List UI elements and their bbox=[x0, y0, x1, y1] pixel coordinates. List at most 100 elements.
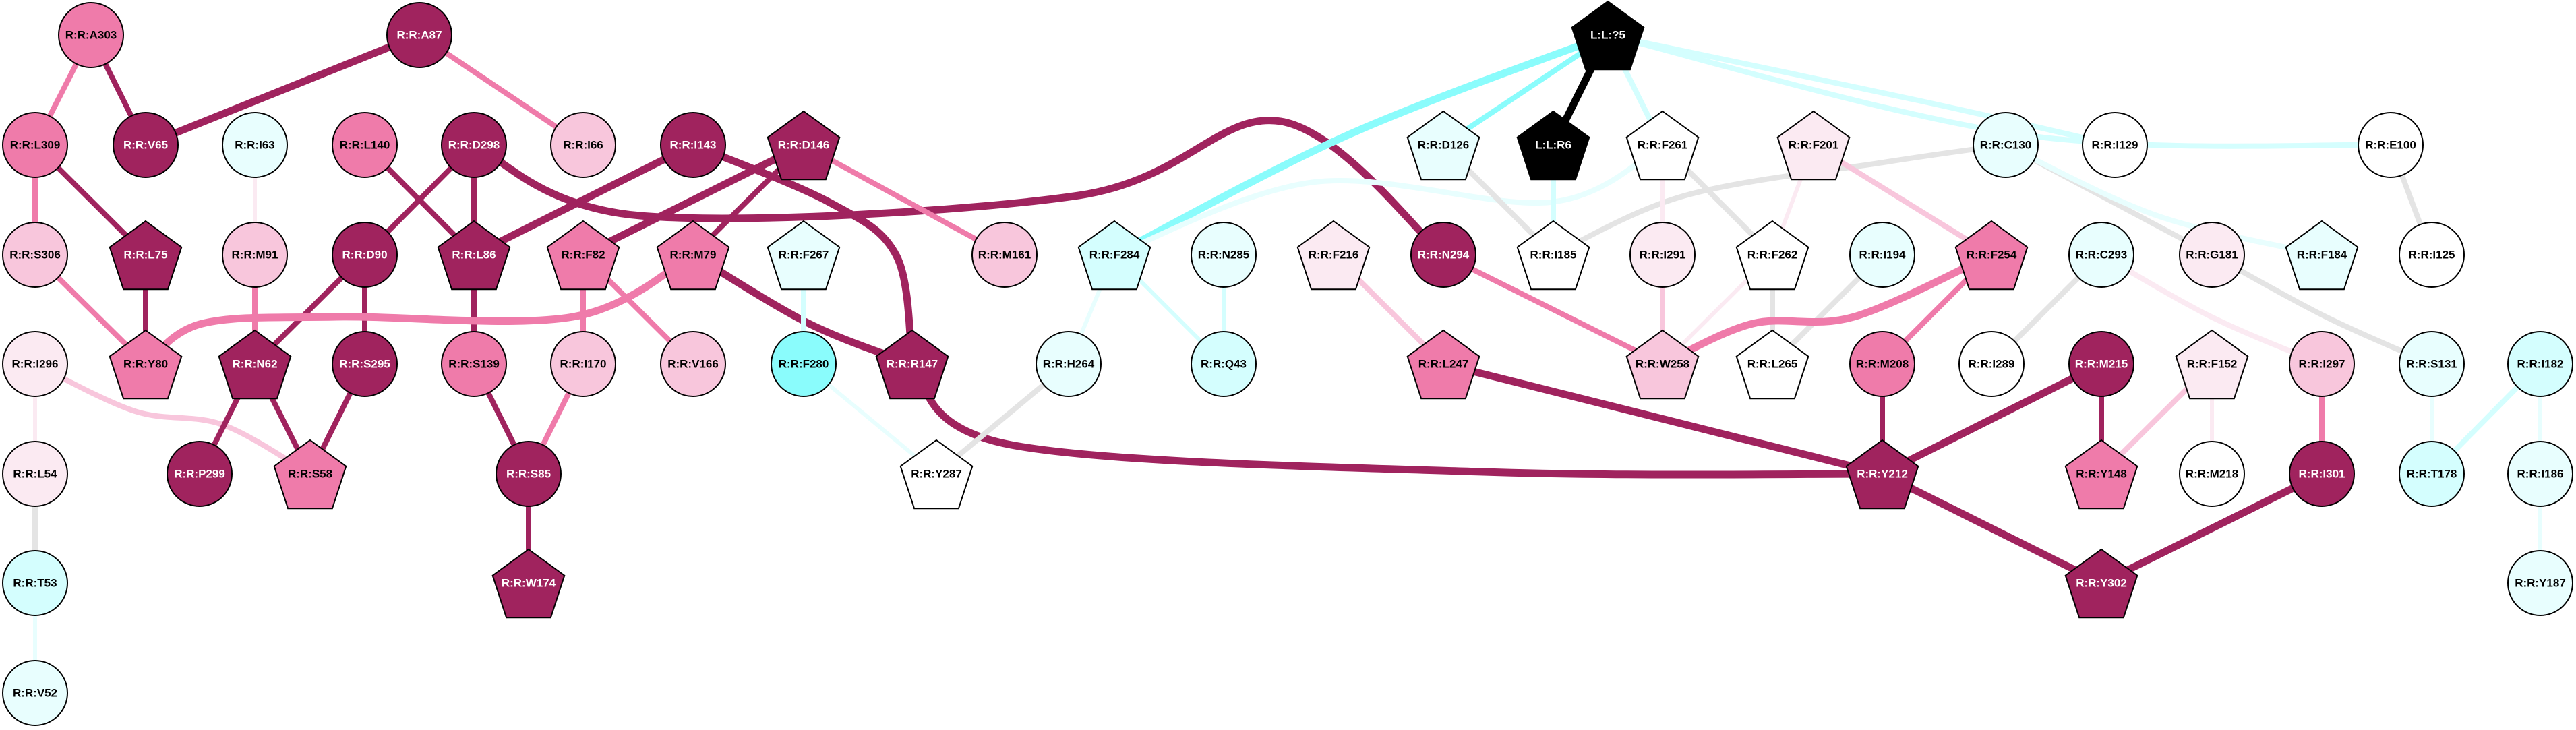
node-i66[interactable]: R:R:I66 bbox=[550, 112, 616, 178]
node-label: R:R:M91 bbox=[232, 249, 278, 262]
node-l309[interactable]: R:R:L309 bbox=[2, 112, 68, 178]
node-label: R:R:F267 bbox=[779, 249, 829, 262]
node-i143[interactable]: R:R:I143 bbox=[660, 112, 726, 178]
node-y302[interactable]: R:R:Y302 bbox=[2064, 548, 2138, 619]
node-label: R:R:F280 bbox=[779, 358, 829, 371]
pentagon-node-shape bbox=[1077, 220, 1151, 291]
node-i194[interactable]: R:R:I194 bbox=[1849, 222, 1915, 288]
circle-node-shape bbox=[222, 112, 288, 178]
node-i297[interactable]: R:R:I297 bbox=[2289, 331, 2355, 397]
node-i125[interactable]: R:R:I125 bbox=[2399, 222, 2465, 288]
node-d126[interactable]: R:R:D126 bbox=[1406, 110, 1480, 181]
node-l265[interactable]: R:R:L265 bbox=[1735, 329, 1809, 400]
node-l247[interactable]: R:R:L247 bbox=[1406, 329, 1480, 400]
node-q43[interactable]: R:R:Q43 bbox=[1191, 331, 1257, 397]
node-y148[interactable]: R:R:Y148 bbox=[2064, 439, 2138, 510]
node-m208[interactable]: R:R:M208 bbox=[1849, 331, 1915, 397]
circle-node-shape bbox=[2399, 331, 2465, 397]
pentagon-node-shape bbox=[899, 439, 974, 510]
node-y287[interactable]: R:R:Y287 bbox=[899, 439, 974, 510]
node-g181[interactable]: R:R:G181 bbox=[2179, 222, 2245, 288]
node-c130[interactable]: R:R:C130 bbox=[1973, 112, 2039, 178]
node-f152[interactable]: R:R:F152 bbox=[2175, 329, 2249, 400]
node-i129[interactable]: R:R:I129 bbox=[2082, 112, 2148, 178]
pentagon-node-shape bbox=[1296, 220, 1371, 291]
pentagon-node-shape bbox=[1954, 220, 2029, 291]
node-s295[interactable]: R:R:S295 bbox=[332, 331, 398, 397]
node-n62[interactable]: R:R:N62 bbox=[218, 329, 292, 400]
node-i291[interactable]: R:R:I291 bbox=[1629, 222, 1696, 288]
node-r147[interactable]: R:R:R147 bbox=[875, 329, 949, 400]
node-l75[interactable]: R:R:L75 bbox=[109, 220, 183, 291]
node-h264[interactable]: R:R:H264 bbox=[1036, 331, 1102, 397]
node-s58[interactable]: R:R:S58 bbox=[273, 439, 347, 510]
circle-node-shape bbox=[1973, 112, 2039, 178]
node-label: R:R:A87 bbox=[396, 29, 442, 42]
node-w258[interactable]: R:R:W258 bbox=[1625, 329, 1700, 400]
node-n285[interactable]: R:R:N285 bbox=[1191, 222, 1257, 288]
node-s139[interactable]: R:R:S139 bbox=[441, 331, 507, 397]
node-s85[interactable]: R:R:S85 bbox=[496, 441, 562, 507]
node-l5[interactable]: L:L:?5 bbox=[1571, 0, 1645, 71]
node-label: R:R:C130 bbox=[1980, 139, 2032, 152]
node-i289[interactable]: R:R:I289 bbox=[1958, 331, 2025, 397]
node-i301[interactable]: R:R:I301 bbox=[2289, 441, 2355, 507]
node-f184[interactable]: R:R:F184 bbox=[2285, 220, 2359, 291]
node-a303[interactable]: R:R:A303 bbox=[58, 2, 124, 68]
node-m161[interactable]: R:R:M161 bbox=[971, 222, 1038, 288]
node-label: R:R:I185 bbox=[1530, 249, 1577, 262]
node-e100[interactable]: R:R:E100 bbox=[2358, 112, 2424, 178]
node-v65[interactable]: R:R:V65 bbox=[113, 112, 179, 178]
node-label: R:R:D146 bbox=[778, 139, 830, 152]
circle-node-shape bbox=[1410, 222, 1476, 288]
node-s131[interactable]: R:R:S131 bbox=[2399, 331, 2465, 397]
node-l54[interactable]: R:R:L54 bbox=[2, 441, 68, 507]
node-t53[interactable]: R:R:T53 bbox=[2, 550, 68, 616]
node-v166[interactable]: R:R:V166 bbox=[660, 331, 726, 397]
node-l140[interactable]: R:R:L140 bbox=[332, 112, 398, 178]
node-m91[interactable]: R:R:M91 bbox=[222, 222, 288, 288]
node-i185[interactable]: R:R:I185 bbox=[1516, 220, 1590, 291]
node-w174[interactable]: R:R:W174 bbox=[491, 548, 566, 619]
node-i170[interactable]: R:R:I170 bbox=[550, 331, 616, 397]
node-lr6[interactable]: L:L:R6 bbox=[1516, 110, 1590, 181]
node-s306[interactable]: R:R:S306 bbox=[2, 222, 68, 288]
node-label: R:R:V65 bbox=[123, 139, 168, 152]
node-l86[interactable]: R:R:L86 bbox=[437, 220, 511, 291]
node-n294[interactable]: R:R:N294 bbox=[1410, 222, 1476, 288]
circle-node-shape bbox=[1849, 331, 1915, 397]
node-a87[interactable]: R:R:A87 bbox=[386, 2, 452, 68]
node-f82[interactable]: R:R:F82 bbox=[546, 220, 620, 291]
node-i296[interactable]: R:R:I296 bbox=[2, 331, 68, 397]
circle-node-shape bbox=[550, 112, 616, 178]
node-f284[interactable]: R:R:F284 bbox=[1077, 220, 1151, 291]
node-y187[interactable]: R:R:Y187 bbox=[2507, 550, 2573, 616]
node-m79[interactable]: R:R:M79 bbox=[656, 220, 730, 291]
node-y80[interactable]: R:R:Y80 bbox=[109, 329, 183, 400]
node-i182[interactable]: R:R:I182 bbox=[2507, 331, 2573, 397]
circle-node-shape bbox=[2399, 441, 2465, 507]
node-c293[interactable]: R:R:C293 bbox=[2068, 222, 2134, 288]
node-v52[interactable]: R:R:V52 bbox=[2, 660, 68, 726]
node-d146[interactable]: R:R:D146 bbox=[767, 110, 841, 181]
node-f254[interactable]: R:R:F254 bbox=[1954, 220, 2029, 291]
node-p299[interactable]: R:R:P299 bbox=[167, 441, 233, 507]
node-f267[interactable]: R:R:F267 bbox=[767, 220, 841, 291]
edge-Y212-Y302 bbox=[1880, 470, 2103, 586]
edge-L5-F284 bbox=[1112, 31, 1609, 258]
node-f261[interactable]: R:R:F261 bbox=[1625, 110, 1700, 181]
node-i186[interactable]: R:R:I186 bbox=[2507, 441, 2573, 507]
pentagon-node-shape bbox=[1735, 220, 1809, 291]
node-t178[interactable]: R:R:T178 bbox=[2399, 441, 2465, 507]
circle-node-shape bbox=[1629, 222, 1696, 288]
node-f201[interactable]: R:R:F201 bbox=[1776, 110, 1851, 181]
node-m215[interactable]: R:R:M215 bbox=[2068, 331, 2134, 397]
node-m218[interactable]: R:R:M218 bbox=[2179, 441, 2245, 507]
node-f280[interactable]: R:R:F280 bbox=[771, 331, 837, 397]
node-f262[interactable]: R:R:F262 bbox=[1735, 220, 1809, 291]
node-d90[interactable]: R:R:D90 bbox=[332, 222, 398, 288]
node-i63[interactable]: R:R:I63 bbox=[222, 112, 288, 178]
node-d298[interactable]: R:R:D298 bbox=[441, 112, 507, 178]
node-y212[interactable]: R:R:Y212 bbox=[1845, 439, 1919, 510]
node-f216[interactable]: R:R:F216 bbox=[1296, 220, 1371, 291]
